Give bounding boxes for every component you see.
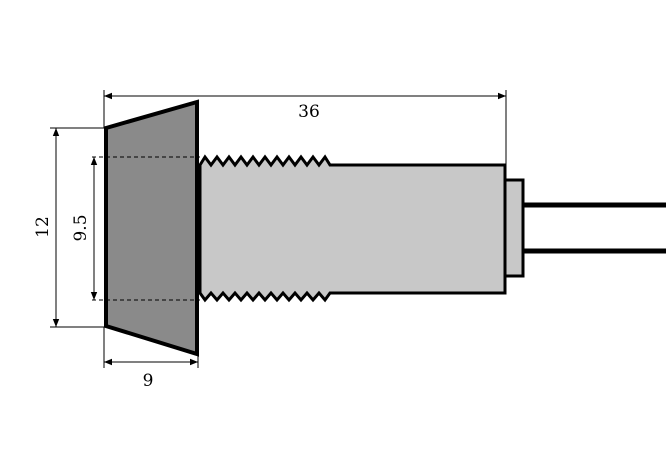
bezel: [104, 99, 199, 357]
dim-label-overall-length: 36: [298, 102, 320, 122]
dim-label-bezel-height: 12: [33, 216, 53, 238]
terminal-cap: [503, 178, 525, 278]
dim-label-bezel-depth: 9: [143, 371, 154, 391]
threaded-body: [198, 154, 507, 303]
dim-label-thread-height: 9.5: [71, 214, 91, 241]
